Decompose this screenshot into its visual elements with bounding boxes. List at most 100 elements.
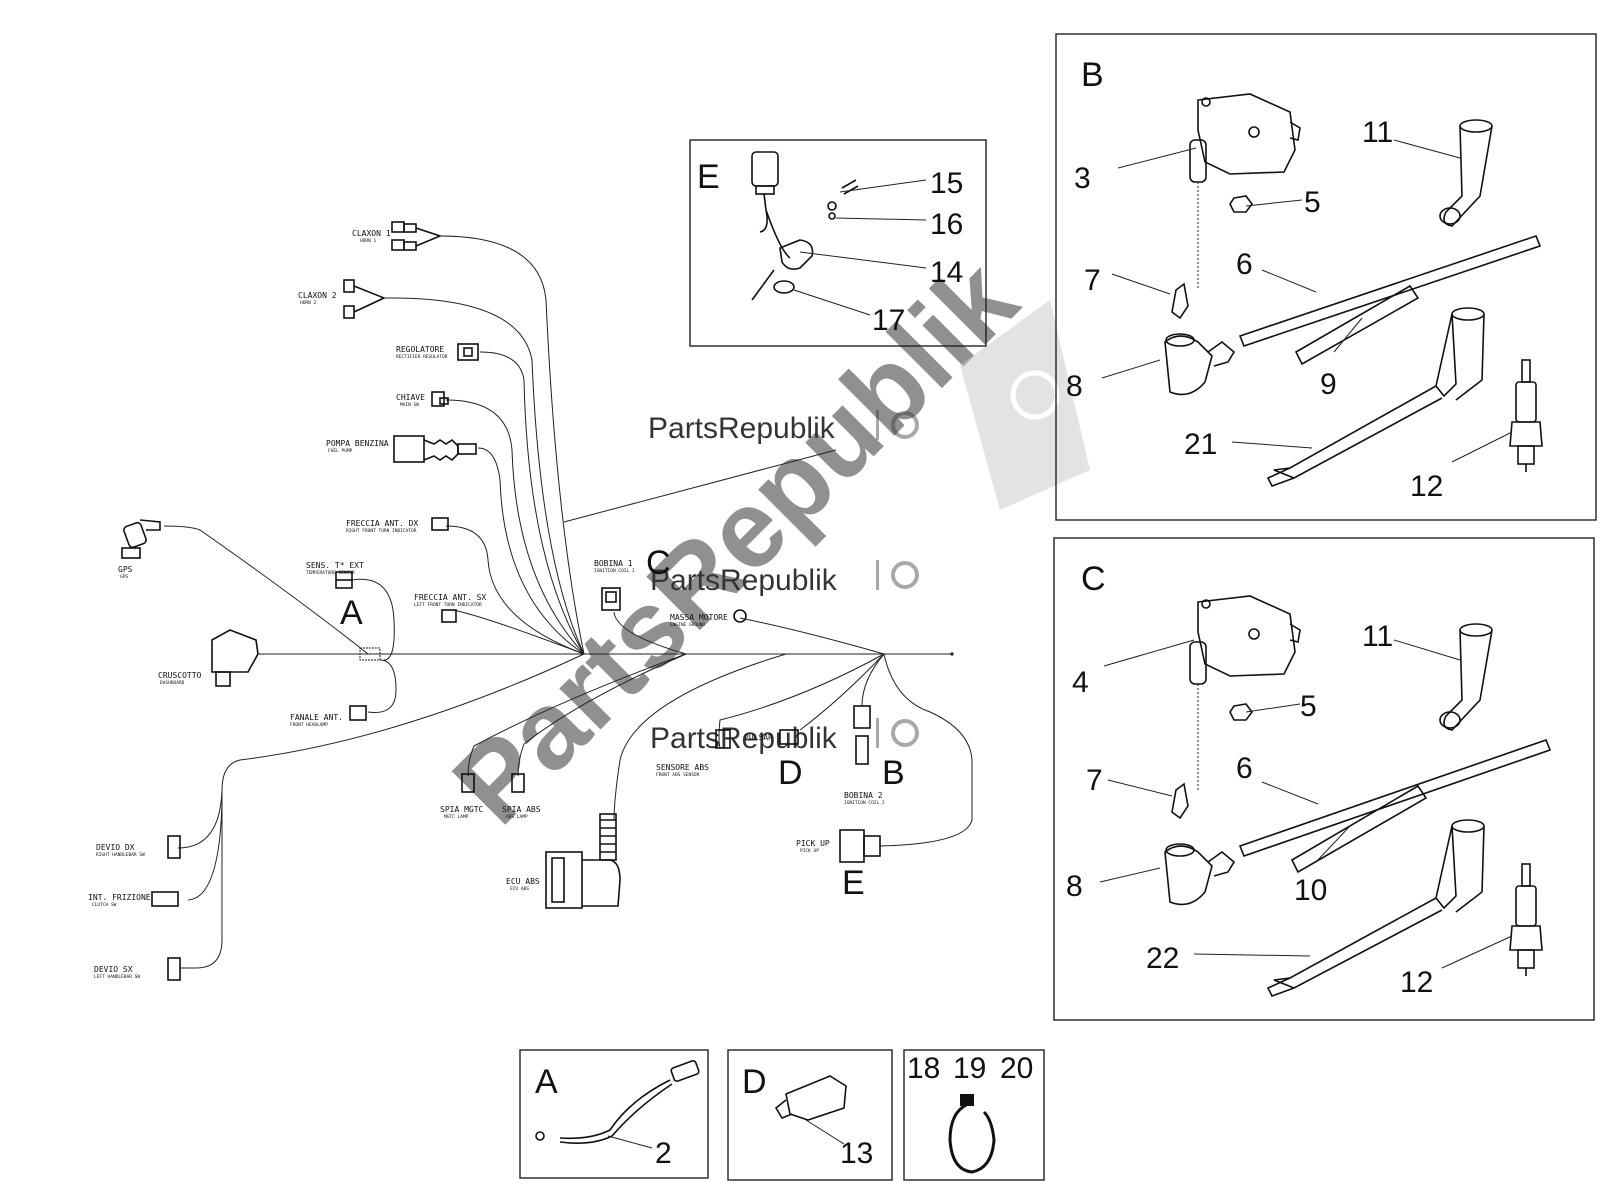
panel-ties: 18 19 20: [903, 1049, 1045, 1181]
label-bobina1: BOBINA 1: [594, 559, 633, 568]
left-turn-indicator-connector-icon: [441, 609, 457, 623]
label-cruscotto: CRUSCOTTO: [158, 671, 202, 680]
mgtc-lamp-connector-icon: [461, 773, 475, 793]
watermark-big-gear-icon: [960, 300, 1090, 510]
label-pompa: POMPA BENZINA: [326, 439, 389, 448]
coil-1-connector-icon: [601, 587, 621, 611]
coil-2-connector-icon: [853, 705, 871, 765]
label-cruscotto-sub: DASHBOARD: [160, 680, 185, 686]
boot-8-icon: [1164, 333, 1236, 396]
callout-9: 9: [1320, 368, 1337, 401]
panel-c-letter: C: [1081, 560, 1106, 598]
cable-tie-icon: [948, 1094, 996, 1174]
label-massa: MASSA MOTORE: [670, 613, 728, 622]
temperature-sensor-icon: [535, 1060, 700, 1144]
abs-lamp-connector-icon: [511, 773, 525, 793]
callout-17: 17: [872, 304, 905, 337]
gps-connector-icon: [121, 519, 161, 559]
label-devio-dx: DEVIO DX: [96, 843, 135, 852]
watermark-layer: PartsRepublik PartsRepublik PartsRepubli…: [430, 236, 1090, 847]
label-sensore: SENSORE ABS: [656, 763, 709, 772]
label-claxon2-sub: HORN 2: [300, 300, 317, 306]
callout-2: 2: [655, 1137, 672, 1170]
label-freccia-dx: FRECCIA ANT. DX: [346, 519, 418, 528]
label-bobina2-sub: IGNITION COIL 2: [844, 800, 885, 806]
ecu-abs-connector-icon: [545, 813, 621, 909]
label-spia-mgtc-sub: MGTC LAMP: [444, 814, 469, 820]
cable-6-icon: [1238, 738, 1552, 858]
callout-16: 16: [930, 208, 963, 241]
harness: A C D B E CLAXON 1 HORN 1 CLAXON 2 HORN …: [88, 221, 973, 981]
callout-6: 6: [1236, 248, 1253, 281]
nut-icon: [1229, 195, 1253, 213]
callout-13: 13: [840, 1137, 873, 1170]
spark-plug-12-icon: [1509, 863, 1543, 976]
fuel-pump-connector-icon: [393, 435, 477, 463]
callout-4: 4: [1072, 666, 1089, 699]
sleeve-10-icon: [1290, 784, 1428, 874]
callout-14: 14: [930, 256, 963, 289]
harness-callout-C: C: [646, 544, 671, 582]
label-chiave: CHIAVE: [396, 393, 425, 402]
panel-a-letter: A: [535, 1063, 558, 1101]
callout-11: 11: [1362, 620, 1393, 653]
right-turn-indicator-connector-icon: [431, 517, 449, 531]
right-handlebar-switch-connector-icon: [167, 835, 181, 859]
label-sens-t-sub: TEMPERATURE SENSOR: [306, 570, 355, 576]
cable-6-icon: [1238, 234, 1542, 348]
horn-2-connector-icon: [343, 279, 387, 319]
callout-3: 3: [1074, 162, 1091, 195]
ignition-coil-icon: [1189, 595, 1301, 685]
label-pickup: PICK UP: [796, 839, 830, 848]
label-spia-abs-sub: ABS LAMP: [506, 814, 528, 820]
label-sensore-sub: FRONT ABS SENSOR: [656, 772, 700, 778]
relay-icon: [774, 1075, 847, 1121]
callout-21: 21: [1184, 428, 1217, 461]
callout-8: 8: [1066, 870, 1083, 903]
pulsar-connector-icon: [715, 729, 731, 749]
dashboard-connector-icon: [211, 629, 259, 687]
label-freccia-sx: FRECCIA ANT. SX: [414, 593, 486, 602]
callout-15: 15: [930, 167, 963, 200]
label-sens-t: SENS. T* EXT: [306, 561, 364, 570]
label-pompa-sub: FUEL PUMP: [328, 448, 353, 454]
key-switch-connector-icon: [431, 391, 449, 407]
callout-19: 19: [953, 1052, 986, 1085]
label-devio-sx: DEVIO SX: [94, 965, 133, 974]
callout-12: 12: [1410, 470, 1443, 503]
cable-22-icon: [1266, 819, 1485, 997]
label-claxon1: CLAXON 1: [352, 229, 391, 238]
callout-6: 6: [1236, 752, 1253, 785]
label-regolatore-sub: RECTIFIER REGULATOR: [396, 354, 448, 360]
panel-b-letter: B: [1081, 56, 1104, 94]
boot-8-icon: [1164, 843, 1236, 906]
abs-sensor-connector-icon: [779, 729, 799, 745]
panel-d-letter: D: [742, 1063, 767, 1101]
label-gps: GPS: [118, 565, 133, 574]
callout-12: 12: [1400, 966, 1433, 999]
headlamp-connector-icon: [349, 705, 367, 721]
label-chiave-sub: MAIN SW: [400, 402, 419, 408]
label-freccia-dx-sub: RIGHT FRONT TURN INDICATOR: [346, 528, 417, 534]
panel-b: B: [1055, 33, 1597, 521]
callout-20: 20: [1000, 1052, 1033, 1085]
watermark-diagonal: PartsRepublik: [430, 236, 1041, 847]
nut-icon: [1229, 703, 1253, 721]
panel-d: D 13: [727, 1049, 893, 1181]
label-bobina2: BOBINA 2: [844, 791, 883, 800]
callout-18: 18: [907, 1052, 940, 1085]
label-freccia-sx-sub: LEFT FRONT TURN INDICATOR: [414, 602, 482, 608]
temperature-sensor-connector-icon: [335, 571, 353, 589]
engine-ground-terminal-icon: [733, 609, 747, 623]
label-fanale: FANALE ANT.: [290, 713, 343, 722]
watermark-gear-icon-2: [876, 560, 919, 590]
callout-7: 7: [1084, 264, 1101, 297]
label-frizione: INT. FRIZIONE: [88, 893, 151, 902]
label-regolatore: REGOLATORE: [396, 345, 444, 354]
harness-callout-D: D: [778, 754, 803, 792]
callout-7: 7: [1086, 764, 1103, 797]
connector-7-icon: [1171, 282, 1189, 320]
regulator-connector-icon: [457, 343, 479, 361]
label-fanale-sub: FRONT HEADLAMP: [290, 722, 328, 728]
